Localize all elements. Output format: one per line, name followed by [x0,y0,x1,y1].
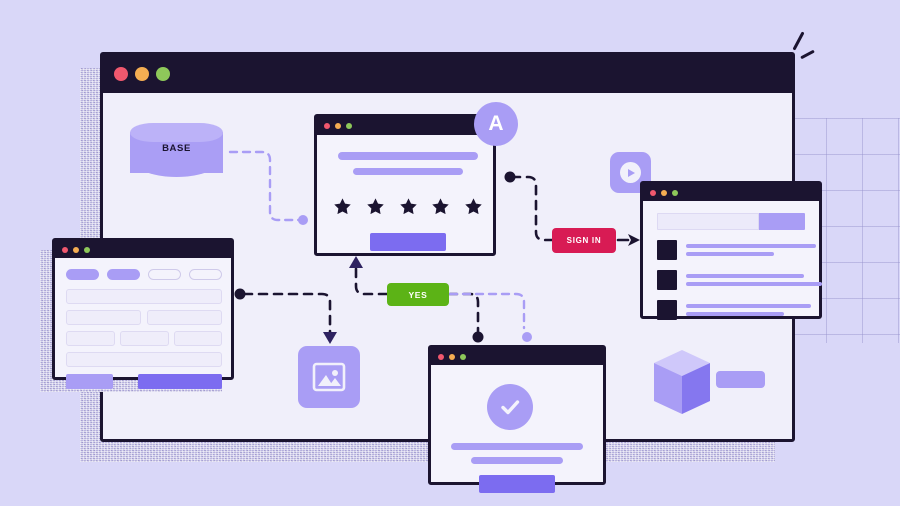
image-placeholder-icon [312,362,346,392]
star-icon[interactable] [399,197,418,216]
rating-window-body [317,135,493,253]
minimize-dot-icon[interactable] [73,246,79,253]
form-window-shadow-left [40,250,54,392]
maximize-dot-icon[interactable] [672,189,678,196]
maximize-dot-icon[interactable] [84,246,90,253]
play-icon[interactable] [620,162,641,183]
list-item[interactable] [657,270,822,290]
list-window-titlebar [643,184,819,201]
form-input-third[interactable] [174,331,222,346]
close-dot-icon[interactable] [650,189,656,196]
list-item[interactable] [657,300,811,320]
maximize-dot-icon[interactable] [346,123,352,129]
minimize-dot-icon[interactable] [135,67,149,81]
form-tab-row[interactable] [66,269,222,280]
success-cta-button[interactable] [479,475,555,493]
star-rating-row[interactable] [333,197,483,216]
list-item-text [686,243,816,257]
form-tab[interactable] [189,269,222,280]
form-input-third[interactable] [66,331,115,346]
success-confirmation-window[interactable] [428,345,606,493]
form-input-full[interactable] [66,289,222,304]
list-item-thumbnail [657,240,677,260]
star-icon[interactable] [333,197,352,216]
cube-label-bar [716,371,765,388]
list-item[interactable] [657,240,816,260]
success-window-body [431,365,603,493]
minimize-dot-icon[interactable] [449,353,455,360]
search-results-window[interactable] [640,181,822,320]
form-input-half[interactable] [66,310,141,325]
main-window-titlebar [103,55,792,93]
close-dot-icon[interactable] [62,246,68,253]
list-window-body [643,201,822,320]
minimize-dot-icon[interactable] [661,189,667,196]
rating-submit-button[interactable] [370,233,446,251]
list-item-text [686,273,822,287]
3d-cube [654,350,710,414]
star-icon[interactable] [366,197,385,216]
form-input-third[interactable] [120,331,169,346]
minimize-dot-icon[interactable] [335,123,341,129]
heading-bar-1 [338,152,478,160]
close-dot-icon[interactable] [114,67,128,81]
database-cylinder: BASE [130,123,223,177]
success-window-titlebar [431,348,603,365]
form-input-full[interactable] [66,352,222,367]
form-window[interactable] [52,238,234,389]
search-input[interactable] [657,213,759,230]
form-input-half[interactable] [147,310,222,325]
close-dot-icon[interactable] [438,353,444,360]
list-item-thumbnail [657,300,677,320]
image-placeholder-tile[interactable] [298,346,360,408]
avatar-initial: A [488,112,504,135]
avatar[interactable]: A [474,102,518,146]
maximize-dot-icon[interactable] [156,67,170,81]
form-tab[interactable] [148,269,181,280]
database-top [130,123,223,142]
star-icon[interactable] [464,197,483,216]
list-item-thumbnail [657,270,677,290]
star-icon[interactable] [431,197,450,216]
database-label: BASE [162,143,191,154]
rating-window[interactable] [314,114,496,256]
maximize-dot-icon[interactable] [460,353,466,360]
check-icon [487,384,533,430]
close-dot-icon[interactable] [324,123,330,129]
success-text-bar-1 [451,443,583,450]
sign-in-button[interactable]: SIGN IN [552,228,616,253]
success-text-bar-2 [471,457,563,464]
search-bar[interactable] [657,213,805,230]
rating-window-titlebar [317,117,493,135]
form-tab-active[interactable] [107,269,140,280]
form-primary-button[interactable] [138,374,222,389]
sparkle-mark-1 [792,31,805,51]
form-tab-active[interactable] [66,269,99,280]
yes-badge[interactable]: YES [387,283,449,306]
form-window-titlebar [55,241,231,258]
sparkle-mark-2 [800,49,815,60]
search-submit-button[interactable] [759,213,805,230]
heading-bar-2 [353,168,463,175]
form-secondary-button[interactable] [66,374,113,389]
database-bottom [130,157,223,177]
list-item-text [686,303,811,317]
form-window-body [55,258,231,389]
